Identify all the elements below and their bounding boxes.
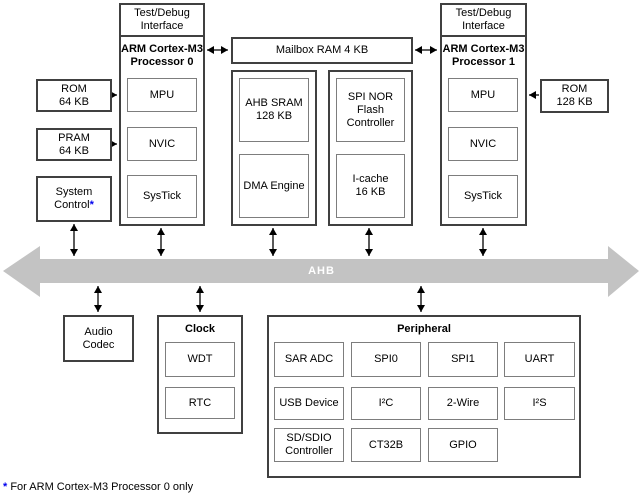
footnote-marker: * xyxy=(3,481,8,493)
box-systick-0: SysTick xyxy=(127,175,197,218)
box-mpu-1: MPU xyxy=(448,78,518,112)
ahb-bus-label: AHB xyxy=(308,265,335,277)
box-2wire: 2-Wire xyxy=(428,387,498,420)
box-nvic-1: NVIC xyxy=(448,127,518,161)
box-nvic-0: NVIC xyxy=(127,127,197,161)
box-sd-sdio-controller: SD/SDIO Controller xyxy=(274,428,344,462)
box-wdt: WDT xyxy=(165,342,235,377)
box-i2s: I²S xyxy=(504,387,575,420)
box-rom-64kb: ROM 64 KB xyxy=(36,79,112,112)
box-usb-device: USB Device xyxy=(274,387,344,420)
box-test-debug-interface-1: Test/Debug Interface xyxy=(440,3,527,37)
box-spi0: SPI0 xyxy=(351,342,421,377)
box-dma-engine: DMA Engine xyxy=(239,154,309,218)
box-mailbox-ram: Mailbox RAM 4 KB xyxy=(231,37,413,64)
box-mpu-0: MPU xyxy=(127,78,197,112)
peripheral-title: Peripheral xyxy=(397,323,451,335)
box-rtc: RTC xyxy=(165,387,235,419)
box-uart: UART xyxy=(504,342,575,377)
footnote-text: For ARM Cortex-M3 Processor 0 only xyxy=(7,481,194,493)
box-audio-codec: Audio Codec xyxy=(63,315,134,362)
processor-0-title: ARM Cortex-M3 Processor 0 xyxy=(121,43,203,68)
box-ct32b: CT32B xyxy=(351,428,421,462)
system-control-footnote-marker: * xyxy=(89,199,94,211)
box-sar-adc: SAR ADC xyxy=(274,342,344,377)
processor-1-title: ARM Cortex-M3 Processor 1 xyxy=(442,43,525,68)
box-i2c: I²C xyxy=(351,387,421,420)
system-control-label: System Control xyxy=(54,186,93,211)
footnote: * For ARM Cortex-M3 Processor 0 only xyxy=(3,481,193,494)
box-gpio: GPIO xyxy=(428,428,498,462)
box-pram-64kb: PRAM 64 KB xyxy=(36,128,112,161)
box-spi-nor-flash-controller: SPI NOR Flash Controller xyxy=(336,78,405,142)
box-systick-1: SysTick xyxy=(448,175,518,218)
box-icache: I-cache 16 KB xyxy=(336,154,405,218)
box-system-control: System Control* xyxy=(36,176,112,222)
box-rom-128kb: ROM 128 KB xyxy=(540,79,609,113)
box-ahb-sram: AHB SRAM 128 KB xyxy=(239,78,309,142)
box-spi1: SPI1 xyxy=(428,342,498,377)
box-test-debug-interface-0: Test/Debug Interface xyxy=(119,3,205,37)
clock-title: Clock xyxy=(185,323,215,335)
